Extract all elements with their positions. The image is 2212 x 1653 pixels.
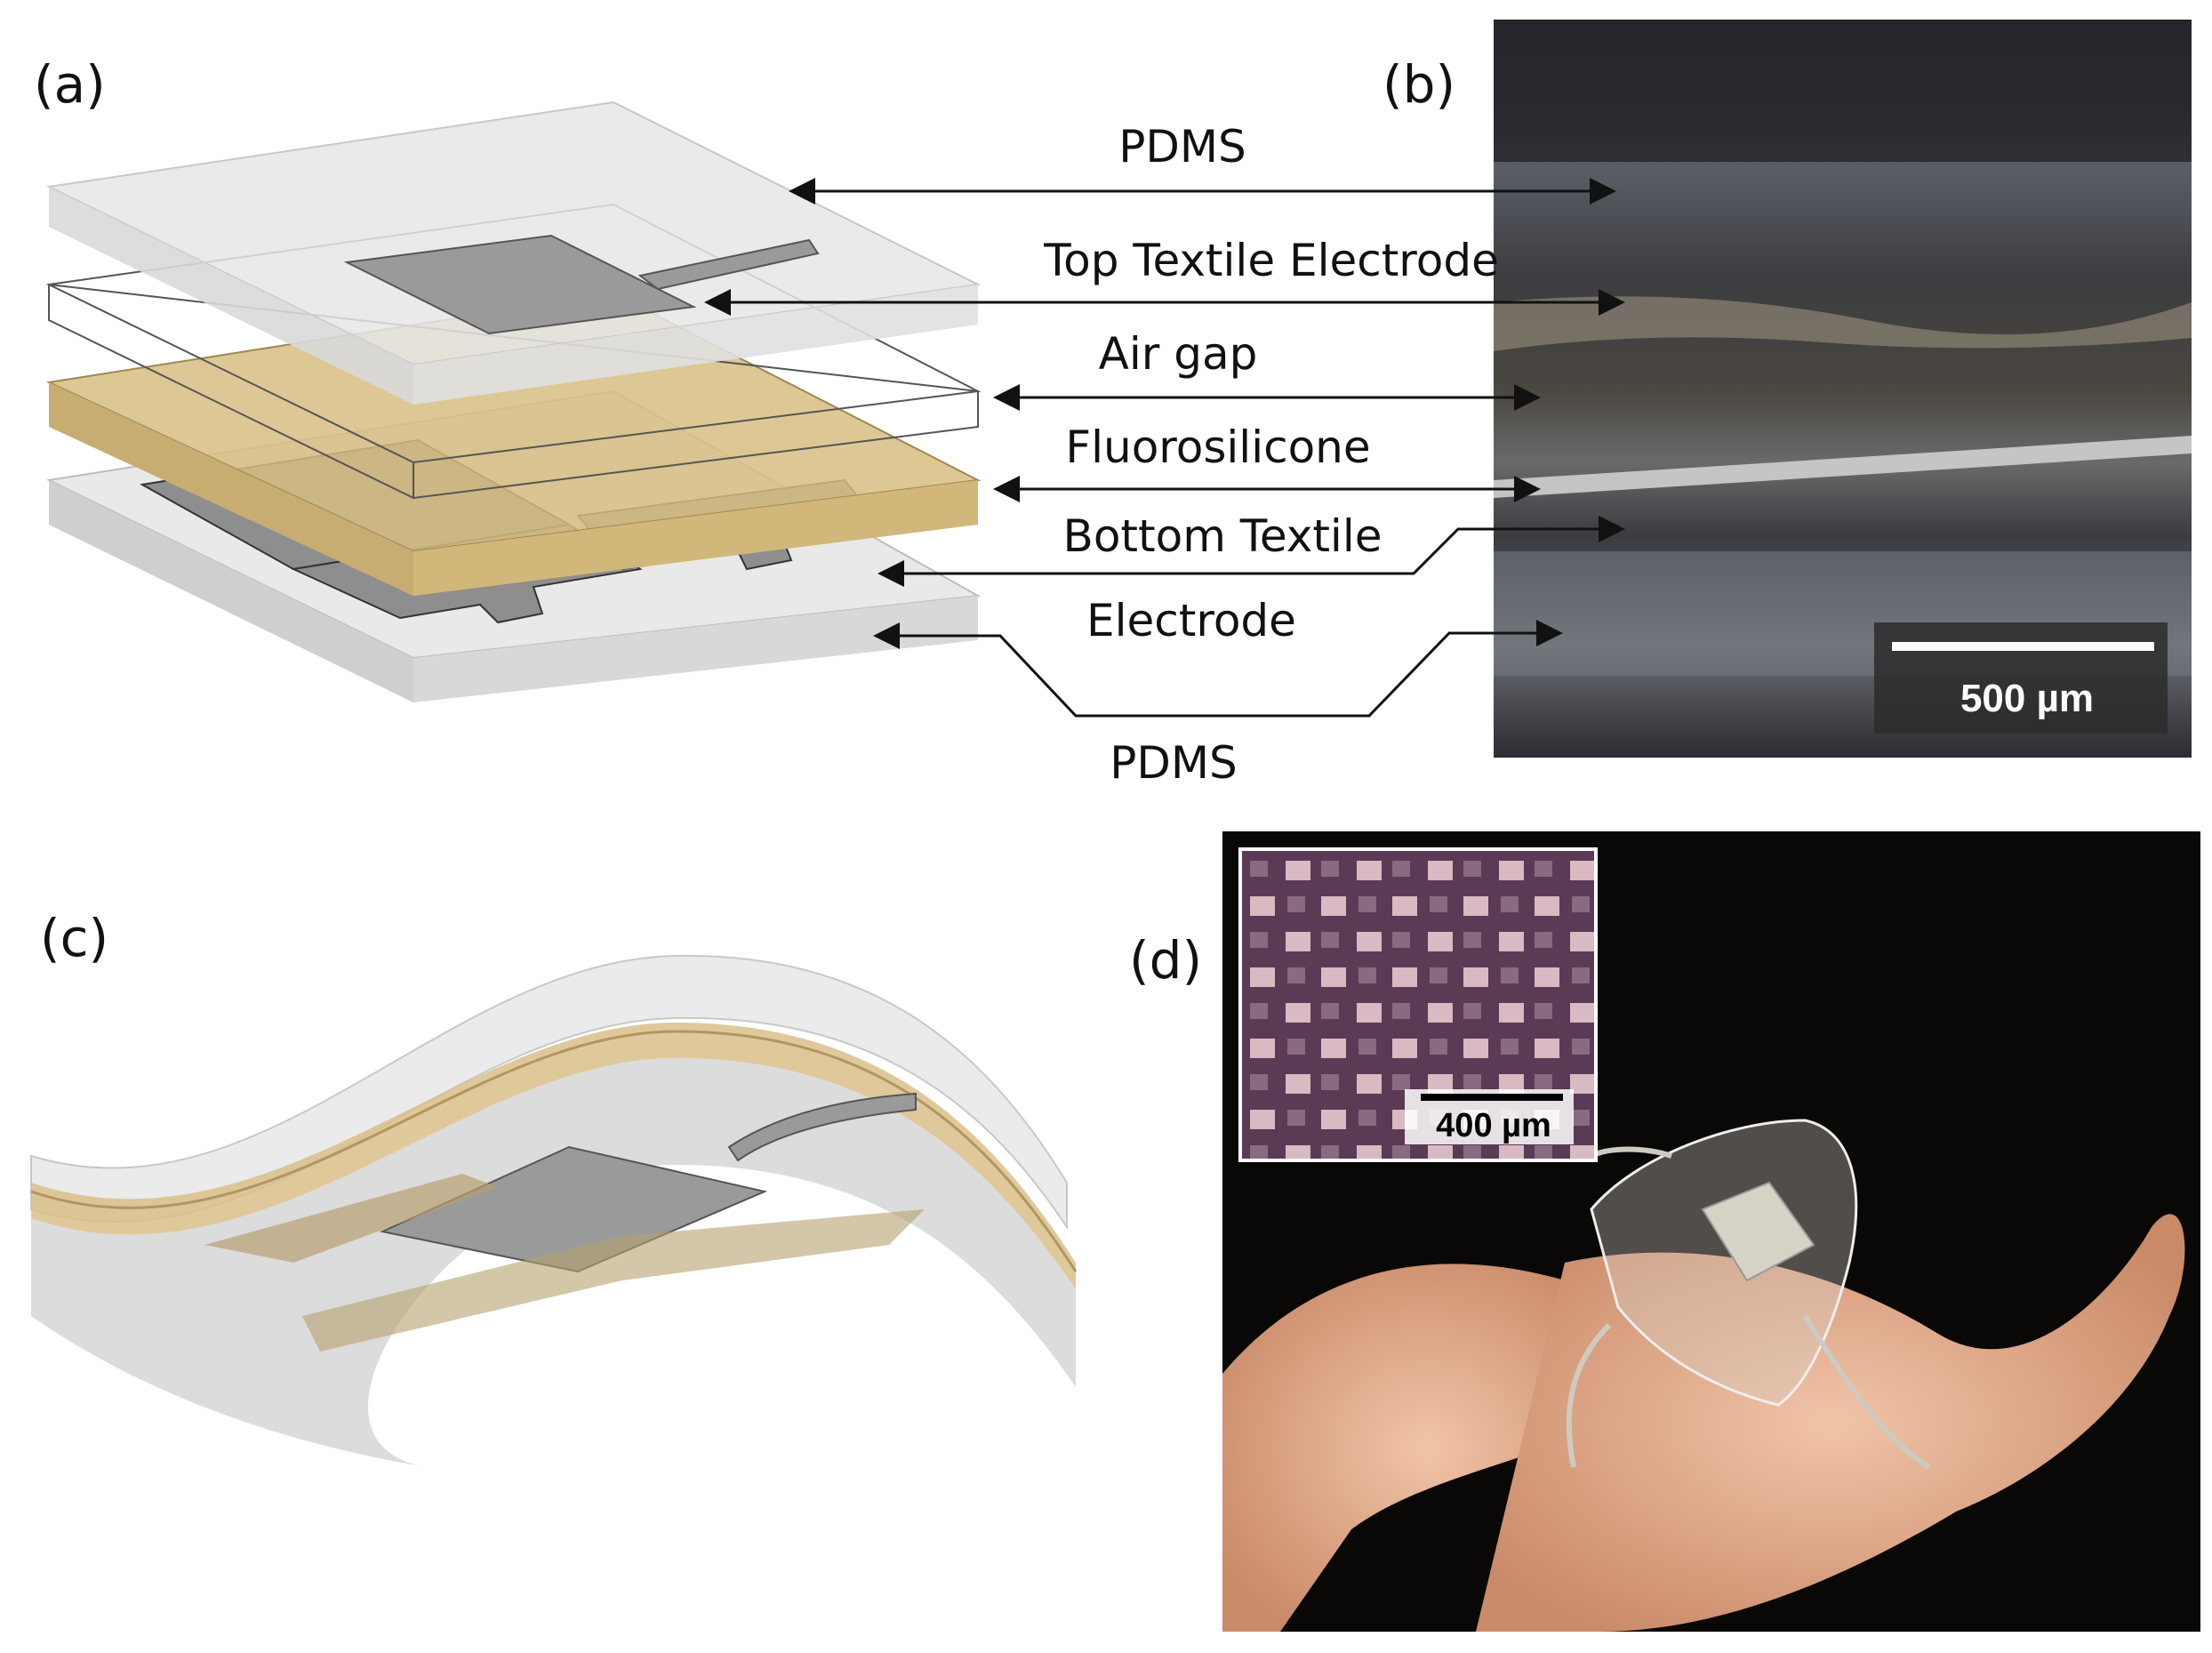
bent-top-electrode	[379, 1145, 768, 1273]
layer-labels: PDMS Top Textile Electrode Air gap Fluor…	[1043, 121, 1499, 789]
panel-label-d: (d)	[1129, 930, 1202, 991]
label-fluorosilicone: Fluorosilicone	[1065, 421, 1370, 473]
label-bottom-electrode-line1: Bottom Textile	[1063, 510, 1382, 562]
arrow-bottom-electrode	[878, 516, 1625, 587]
fingers	[1476, 1214, 2185, 1632]
label-top-electrode: Top Textile Electrode	[1043, 235, 1499, 286]
panel-d-photo: 400 µm	[1222, 831, 2200, 1632]
micrograph-scale-label: 500 µm	[1960, 677, 2094, 720]
top-electrode	[343, 234, 820, 335]
label-pdms-bottom: PDMS	[1110, 737, 1238, 789]
label-air-gap: Air gap	[1099, 328, 1258, 380]
label-bottom-electrode-line2: Electrode	[1086, 595, 1296, 646]
layer-arrows	[704, 178, 1625, 718]
panel-labels: (a) (b) (c) (d)	[34, 54, 1455, 991]
label-pdms-top: PDMS	[1118, 121, 1246, 173]
thumb	[1222, 1264, 1631, 1632]
panel-c-bent-sensor	[30, 954, 1078, 1467]
flexible-sensor	[1566, 1119, 1931, 1470]
micrograph-scale-bar: 500 µm	[1874, 622, 2168, 734]
inset-scale-label: 400 µm	[1436, 1107, 1551, 1144]
panel-a-exploded-view	[45, 100, 982, 702]
arrow-pdms-bottom	[873, 620, 1563, 718]
panel-b-micrograph: 500 µm	[1494, 20, 2192, 758]
panel-label-c: (c)	[40, 908, 108, 968]
panel-label-b: (b)	[1382, 54, 1455, 115]
panel-label-a: (a)	[34, 54, 106, 115]
inset-weave: 400 µm	[1238, 847, 1598, 1162]
